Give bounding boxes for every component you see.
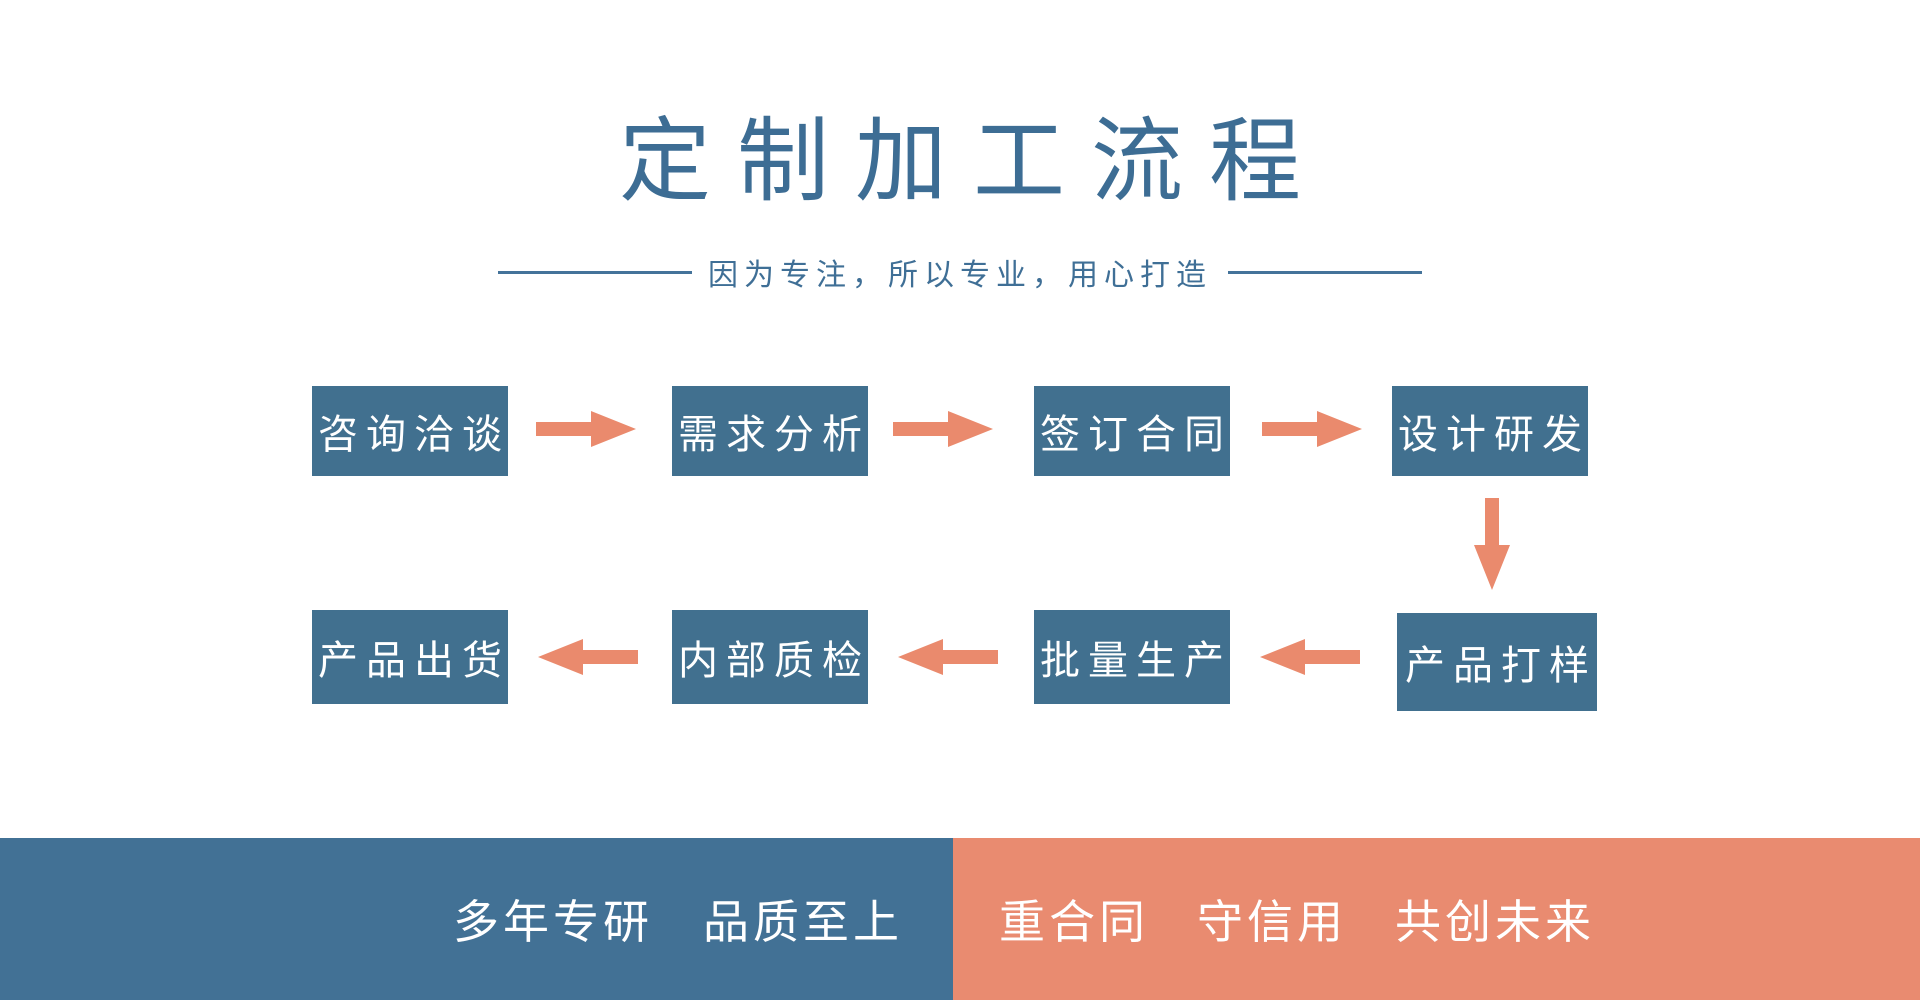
arrow-down-icon <box>1474 498 1510 590</box>
footer-right-band: 重合同 守信用 共创未来 <box>953 838 1920 1000</box>
flow-step-label: 内部质检 <box>678 639 870 683</box>
arrow-right-icon <box>536 411 636 447</box>
arrow-left-icon <box>1260 639 1360 675</box>
footer-slogan: 重合同 <box>999 896 1149 948</box>
arrow-right-icon <box>893 411 993 447</box>
flow-step-quality-check: 内部质检 <box>672 610 868 704</box>
flow-step-label: 设计研发 <box>1398 413 1590 457</box>
flow-step-label: 产品打样 <box>1405 644 1597 688</box>
page-subtitle: 因为专注，所以专业，用心打造 <box>708 259 1212 292</box>
divider-right <box>1228 270 1422 274</box>
flow-step-label: 签订合同 <box>1040 413 1232 457</box>
footer-slogan: 品质至上 <box>703 896 903 948</box>
flow-step-label: 需求分析 <box>678 413 870 457</box>
arrow-left-icon <box>538 639 638 675</box>
flow-step-label: 批量生产 <box>1040 639 1232 683</box>
arrow-right-icon <box>1262 411 1362 447</box>
flow-step-sampling: 产品打样 <box>1397 613 1597 711</box>
page-title: 定制加工流程 <box>618 111 1327 213</box>
flow-step-contract: 签订合同 <box>1034 386 1230 476</box>
footer-slogan: 守信用 <box>1197 896 1347 948</box>
flow-step-consult: 咨询洽谈 <box>312 386 508 476</box>
flow-step-label: 产品出货 <box>318 639 510 683</box>
footer-left-band: 多年专研 品质至上 <box>0 838 953 1000</box>
arrow-left-icon <box>898 639 998 675</box>
footer-slogan: 多年专研 <box>453 896 653 948</box>
flow-step-analysis: 需求分析 <box>672 386 868 476</box>
flow-step-shipment: 产品出货 <box>312 610 508 704</box>
divider-left <box>498 270 692 274</box>
flow-step-production: 批量生产 <box>1034 610 1230 704</box>
footer-slogan: 共创未来 <box>1395 896 1595 948</box>
flow-step-design: 设计研发 <box>1392 386 1588 476</box>
subtitle-row: 因为专注，所以专业，用心打造 <box>0 250 1920 294</box>
flow-step-label: 咨询洽谈 <box>318 413 510 457</box>
